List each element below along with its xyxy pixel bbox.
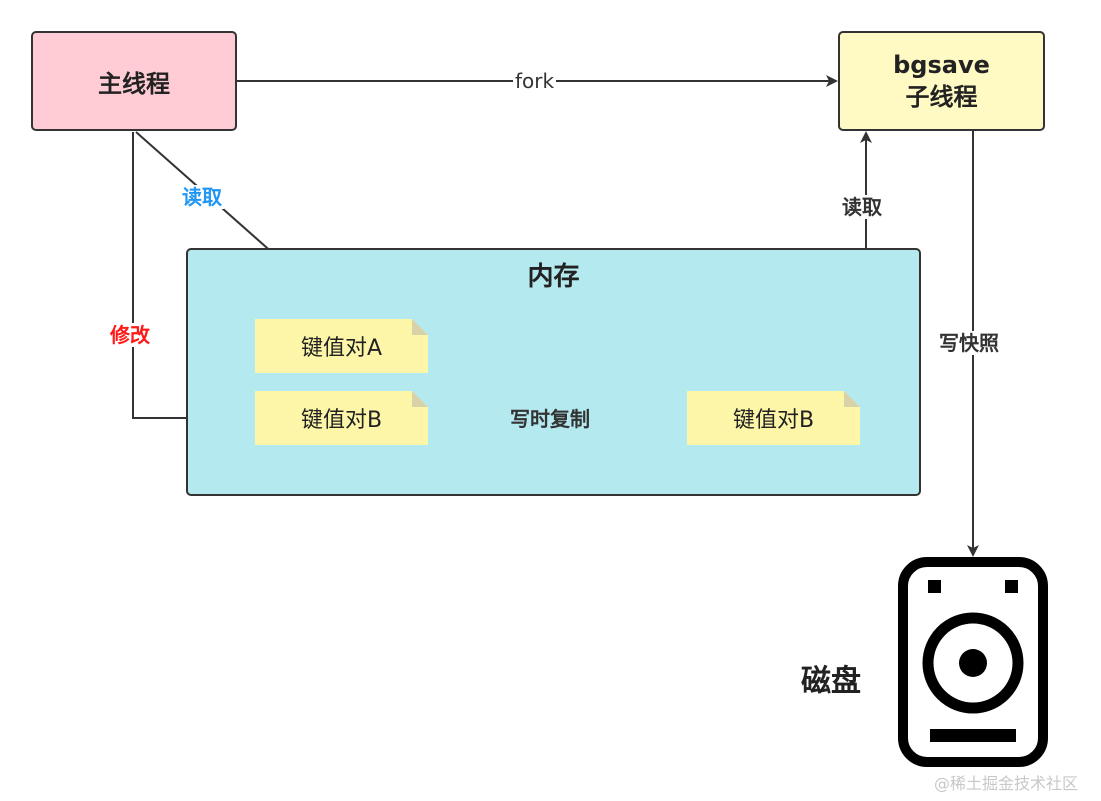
bgsave-label-line1: bgsave	[893, 51, 990, 79]
kv-b-label: 键值对B	[300, 408, 383, 433]
bgsave-label-line2: 子线程	[905, 83, 978, 111]
kv-a-label: 键值对A	[300, 336, 383, 361]
kv-b-copy-note: 键值对B	[687, 391, 860, 445]
write-snapshot-label: 写快照	[937, 331, 1001, 355]
kv-b-copy-label: 键值对B	[732, 408, 815, 433]
kv-b-note: 键值对B	[255, 391, 428, 445]
memory-title: 内存	[527, 262, 580, 292]
main-thread-node: 主线程	[31, 31, 237, 131]
bgsave-thread-node: bgsave 子线程	[838, 31, 1045, 131]
fork-label: fork	[513, 69, 557, 93]
memory-container: 内存	[186, 248, 921, 496]
bg-read-label: 读取	[840, 195, 884, 219]
disk-icon	[898, 557, 1048, 767]
disk-label: 磁盘	[801, 664, 861, 699]
main-read-label: 读取	[180, 185, 224, 209]
main-thread-label: 主线程	[98, 69, 170, 98]
watermark-text: @稀土掘金技术社区	[934, 774, 1079, 793]
kv-a-note: 键值对A	[255, 319, 428, 373]
copy-on-write-label: 写时复制	[510, 407, 590, 431]
main-modify-label: 修改	[108, 323, 152, 347]
